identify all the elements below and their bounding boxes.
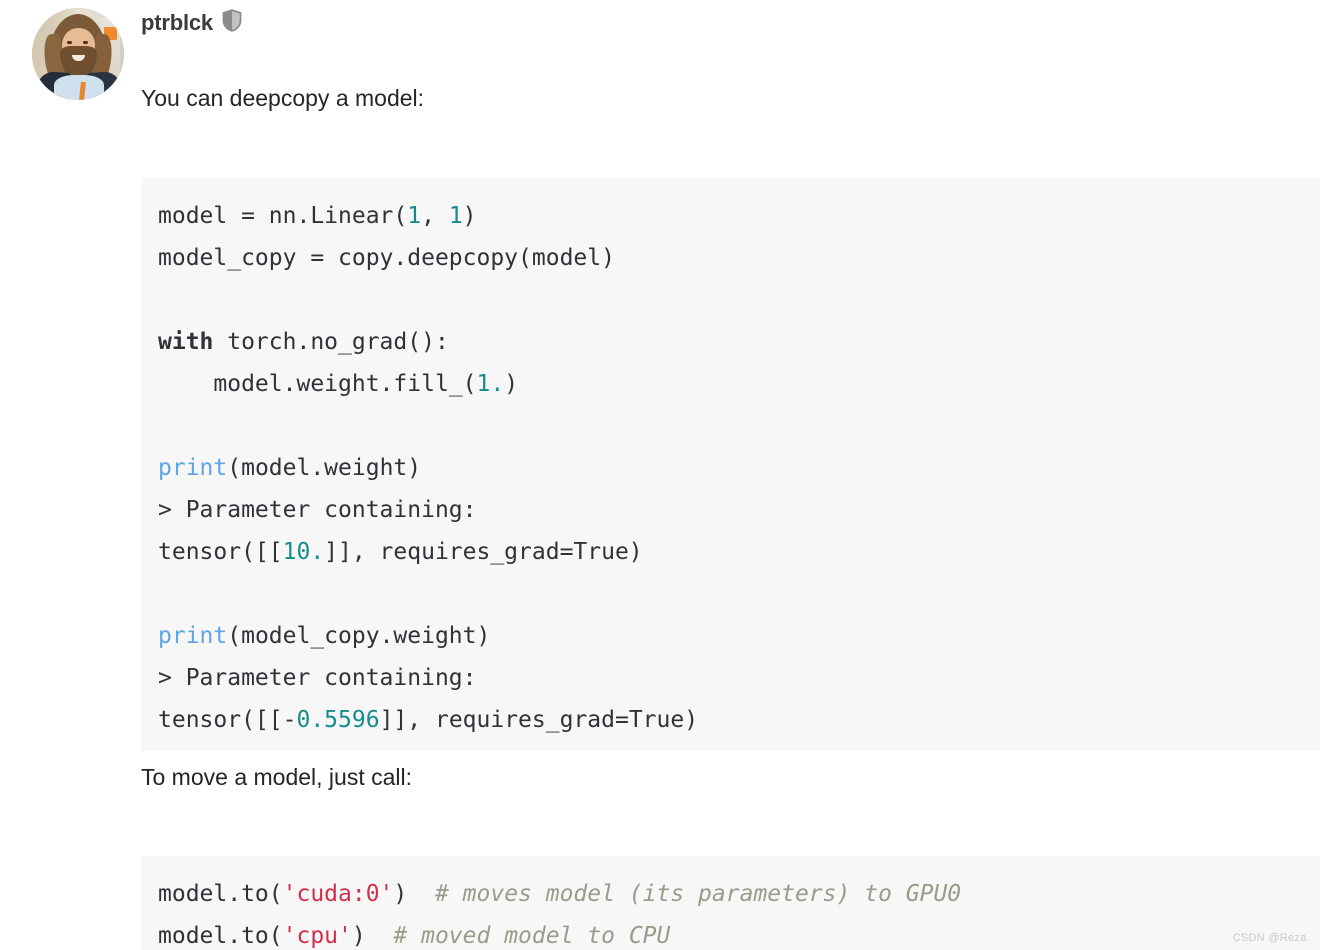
- avatar[interactable]: [32, 8, 124, 100]
- code-token: ): [393, 881, 435, 907]
- avatar-mouth: [72, 55, 85, 61]
- code-token: model.weight.fill_(: [158, 371, 477, 397]
- code-token: ]], requires_grad=True): [379, 707, 699, 733]
- code-token: model.to(: [158, 881, 283, 907]
- code-token: ,: [421, 203, 449, 229]
- code-token: print: [158, 623, 228, 649]
- code-token: 1: [448, 203, 463, 229]
- code-token: print: [158, 455, 228, 481]
- code-token: tensor([[: [158, 539, 283, 565]
- code-token: 1: [407, 203, 422, 229]
- watermark: CSDN @Reza.: [1232, 932, 1310, 944]
- code-block-device-move-example[interactable]: model.to('cuda:0') # moves model (its pa…: [141, 856, 1320, 950]
- paragraph-move-intro: To move a model, just call:: [141, 764, 413, 790]
- code-token: 1.: [476, 371, 505, 397]
- avatar-eye-left: [67, 41, 72, 44]
- code-token: tensor([[-: [158, 707, 297, 733]
- code-token: model.to(: [158, 923, 283, 949]
- code-token: torch.no_grad():: [213, 329, 449, 355]
- avatar-shirt: [54, 75, 104, 100]
- code-token: # moves model (its parameters) to GPU0: [434, 881, 962, 907]
- code-block-deepcopy-example[interactable]: model = nn.Linear(1, 1) model_copy = cop…: [141, 178, 1320, 751]
- code-token: 'cpu': [282, 923, 352, 949]
- code-token: with: [158, 329, 214, 355]
- code-token: model_copy = copy.deepcopy(model): [158, 245, 615, 271]
- code-token: (model.weight): [227, 455, 422, 481]
- code-token: > Parameter containing:: [158, 497, 477, 523]
- shield-icon: [221, 8, 243, 38]
- post-author-row: ptrblck: [141, 8, 243, 38]
- code-token: (model_copy.weight): [227, 623, 491, 649]
- avatar-eye-right: [83, 41, 88, 44]
- code-token: ): [462, 203, 477, 229]
- code-token: 0.5596: [296, 707, 380, 733]
- code-token: ]], requires_grad=True): [324, 539, 643, 565]
- code-token: # moved model to CPU: [393, 923, 671, 949]
- paragraph-deepcopy-intro: You can deepcopy a model:: [141, 85, 425, 111]
- code-token: > Parameter containing:: [158, 665, 477, 691]
- code-token: 10.: [282, 539, 325, 565]
- code-token: model = nn.Linear(: [158, 203, 408, 229]
- code-token: ): [351, 923, 394, 949]
- code-token: 'cuda:0': [282, 881, 394, 907]
- author-username[interactable]: ptrblck: [141, 10, 213, 35]
- code-token: ): [504, 371, 519, 397]
- avatar-image[interactable]: [32, 8, 124, 100]
